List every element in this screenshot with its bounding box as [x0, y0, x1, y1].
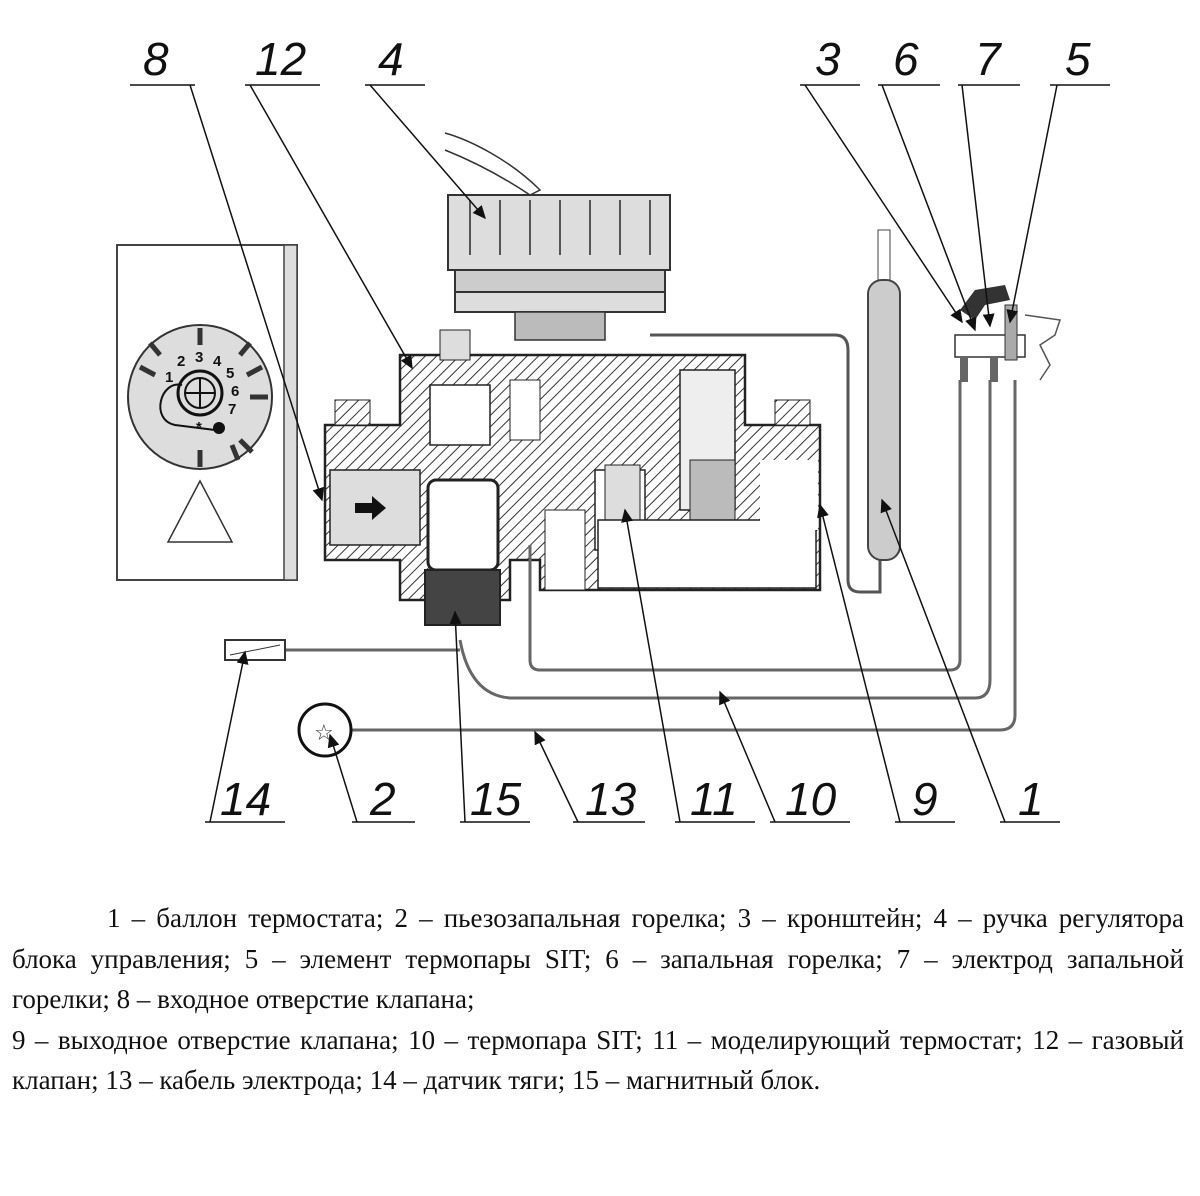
- caption-paragraph-2: 9 – выходное отверстие клапана; 10 – тер…: [12, 1024, 1184, 1096]
- callout-6: 6: [893, 33, 919, 85]
- callout-12: 12: [255, 33, 306, 85]
- callout-10: 10: [785, 773, 837, 825]
- callout-14: 14: [220, 773, 271, 825]
- cables: [285, 380, 1017, 732]
- callout-15: 15: [470, 773, 522, 825]
- callout-7: 7: [975, 33, 1002, 85]
- callout-11: 11: [690, 773, 738, 825]
- dial-number: 1: [165, 369, 173, 386]
- gas-valve-body: [323, 329, 822, 626]
- piezo-igniter[interactable]: ☆: [297, 702, 353, 758]
- dial-number: 7: [228, 401, 236, 418]
- svg-text:☆: ☆: [314, 721, 334, 746]
- callout-1: 1: [1018, 773, 1044, 825]
- callout-9: 9: [912, 773, 938, 825]
- caption-paragraph-1: 1 – баллон термостата; 2 – пьезозапальна…: [12, 903, 1184, 1014]
- figure-caption: 1 – баллон термостата; 2 – пьезозапальна…: [12, 898, 1184, 1101]
- label-underlines: [130, 84, 1110, 823]
- dial-number: 6: [231, 383, 239, 400]
- callout-5: 5: [1065, 33, 1091, 85]
- leader-lines: [189, 84, 1058, 823]
- regulator-knob[interactable]: [444, 132, 671, 341]
- callout-8: 8: [143, 33, 169, 85]
- control-panel: * 1 2 3 4 5 6 7: [116, 244, 298, 581]
- dial-number: 2: [177, 353, 185, 370]
- gas-valve-diagram: * 1 2 3 4 5 6 7: [116, 33, 1110, 825]
- svg-text:*: *: [196, 419, 202, 436]
- pilot-burner-assembly: [954, 285, 1061, 382]
- callout-13: 13: [585, 773, 637, 825]
- thermostat-bulb: [650, 229, 901, 594]
- callout-4: 4: [378, 33, 404, 85]
- dial-number: 3: [195, 349, 203, 366]
- dial-number: 4: [213, 353, 222, 370]
- dial-ticks: [138, 328, 268, 467]
- triangle-icon: [166, 479, 234, 543]
- flow-arrow-icon: [355, 496, 386, 520]
- dial-number: 5: [226, 365, 234, 382]
- callout-2: 2: [369, 773, 396, 825]
- callout-3: 3: [815, 33, 841, 85]
